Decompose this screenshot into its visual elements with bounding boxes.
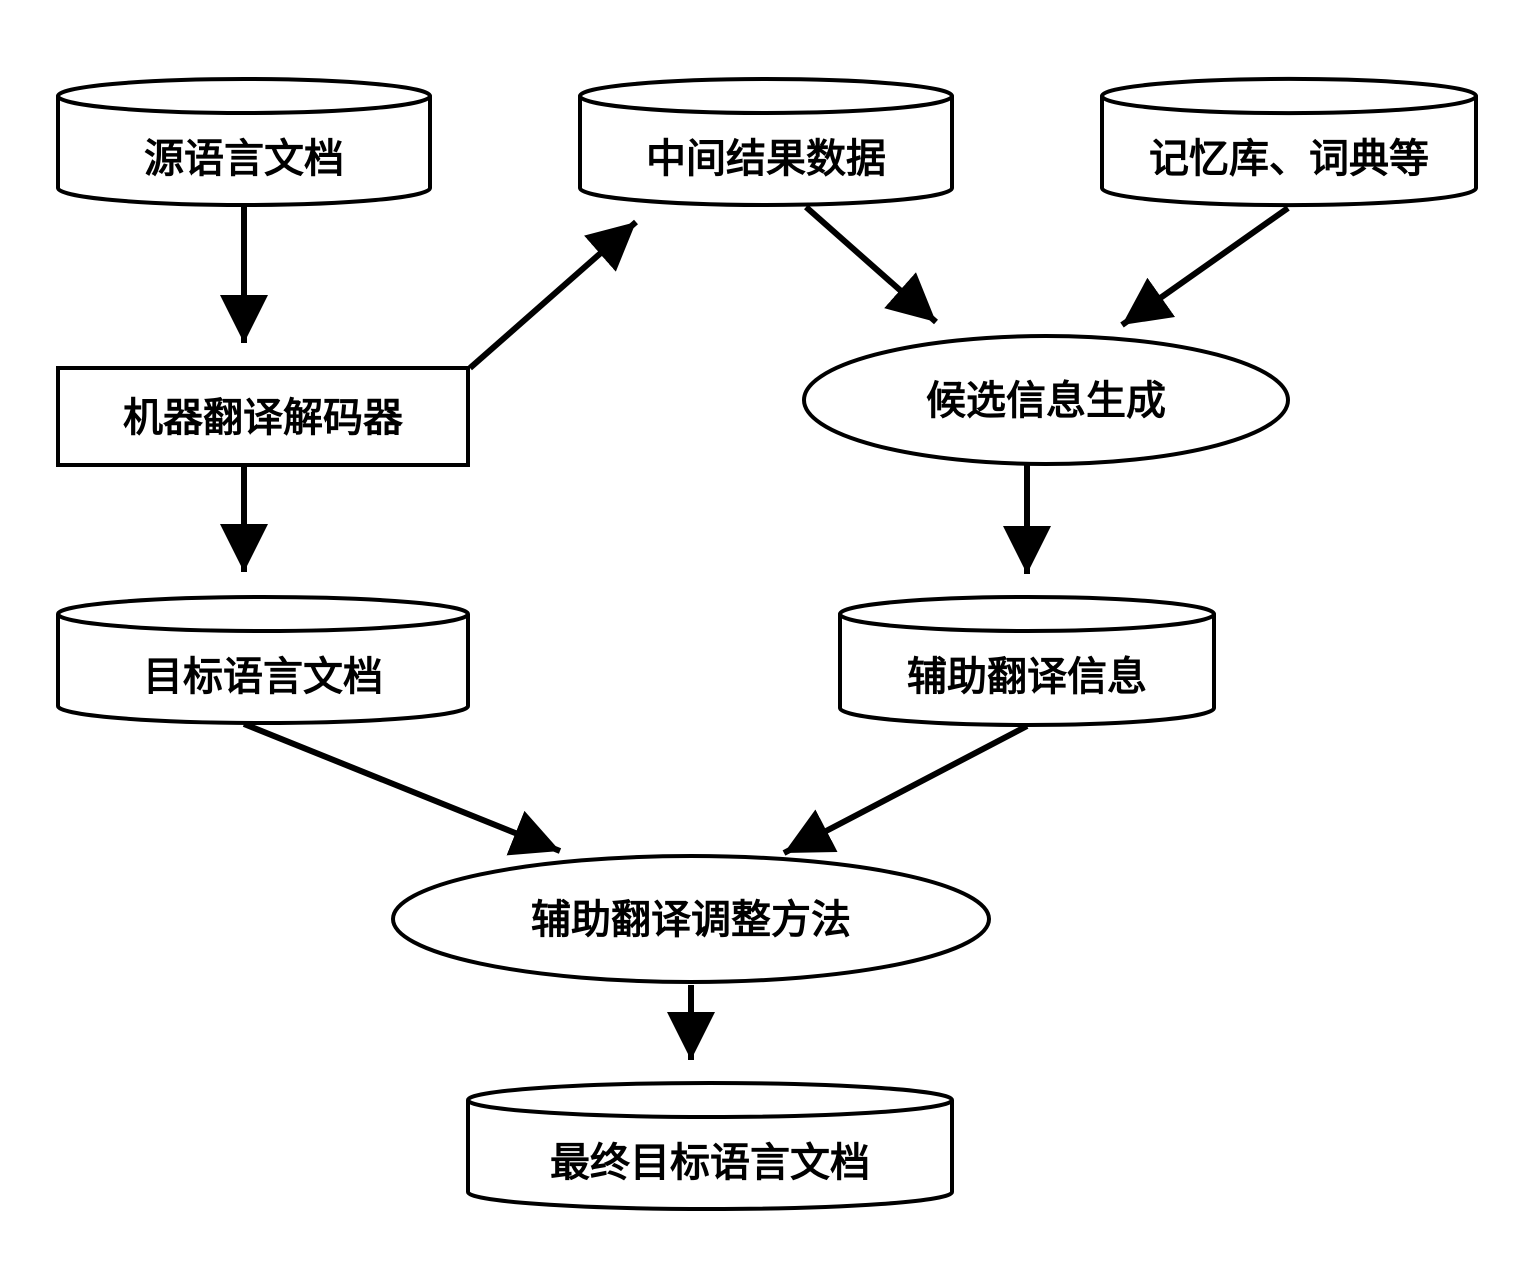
- edge-memory-to-candidate: [1122, 208, 1288, 325]
- node-source-doc: 源语言文档: [58, 79, 430, 205]
- node-label: 机器翻译解码器: [123, 395, 404, 441]
- node-label: 最终目标语言文档: [550, 1140, 870, 1186]
- node-label: 源语言文档: [144, 136, 344, 182]
- node-final-doc: 最终目标语言文档: [468, 1083, 952, 1209]
- node-label: 记忆库、词典等: [1149, 136, 1429, 182]
- node-target-doc: 目标语言文档: [58, 597, 468, 723]
- edge-assist-to-adjust: [784, 726, 1027, 853]
- node-candidate-gen: 候选信息生成: [804, 336, 1288, 464]
- node-assist-info: 辅助翻译信息: [840, 597, 1214, 725]
- edge-intermediate-to-candidate: [806, 207, 936, 322]
- node-label: 候选信息生成: [926, 378, 1166, 424]
- node-label: 辅助翻译调整方法: [531, 897, 851, 943]
- edge-target-to-adjust: [244, 724, 560, 851]
- node-mt-decoder: 机器翻译解码器: [58, 368, 468, 465]
- node-label: 中间结果数据: [646, 136, 886, 182]
- node-label: 辅助翻译信息: [907, 654, 1147, 700]
- node-adjust-method: 辅助翻译调整方法: [393, 856, 989, 982]
- node-label: 目标语言文档: [143, 654, 383, 700]
- node-intermediate-data: 中间结果数据: [580, 79, 952, 205]
- node-memory-dict: 记忆库、词典等: [1102, 79, 1476, 205]
- edge-decoder-to-intermediate: [470, 222, 636, 368]
